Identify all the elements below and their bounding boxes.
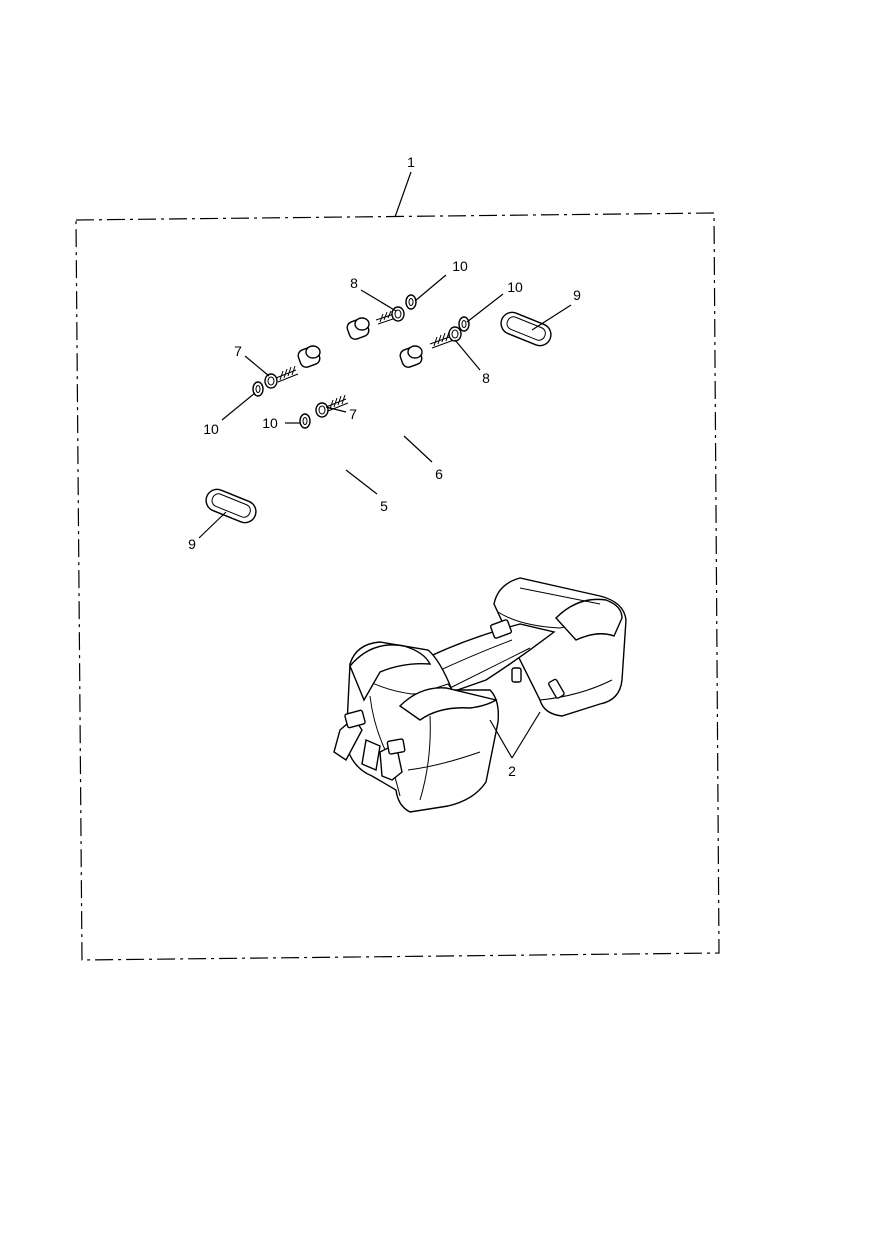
- callout-reflector-left: 9: [188, 536, 196, 552]
- leader-washer-right-upper: [414, 274, 447, 302]
- pannier-rail-right: [299, 317, 423, 449]
- callout-washer-right-upper: 10: [452, 258, 468, 274]
- callout-rail-right: 6: [435, 466, 443, 482]
- callout-washer-right-lower: 10: [507, 279, 523, 295]
- callout-kit: 1: [407, 154, 415, 170]
- bolt-left-upper: [264, 365, 299, 389]
- kit-boundary: [75, 212, 720, 961]
- leader-rail-right: [403, 435, 433, 463]
- leader-rail-left: [345, 469, 378, 495]
- leader-bolt-left-lower: [325, 406, 347, 413]
- callout-bolt-left-lower: 7: [349, 406, 357, 422]
- leader-bolt-right-upper: [360, 289, 397, 312]
- bolt-left-lower: [315, 394, 349, 418]
- bolt-right-lower: [429, 326, 462, 349]
- washer-left-outer: [252, 381, 264, 397]
- leader-bolt-left-upper: [244, 355, 270, 377]
- callout-bolt-right-lower: 8: [482, 370, 490, 386]
- reflector-right: [500, 311, 552, 347]
- callout-panniers: 2: [508, 763, 516, 779]
- leader-panniers-b: [511, 711, 541, 759]
- reflector-left: [205, 488, 257, 524]
- leader-washer-left-outer: [221, 392, 256, 421]
- leader-kit: [394, 171, 412, 218]
- callout-bolt-left-upper: 7: [234, 343, 242, 359]
- leader-reflector-right: [531, 304, 572, 331]
- leader-reflector-left: [198, 511, 227, 539]
- callout-bolt-right-upper: 8: [350, 275, 358, 291]
- washer-right-upper: [405, 294, 417, 310]
- callout-rail-left: 5: [380, 498, 388, 514]
- leader-washer-right-lower: [466, 293, 504, 323]
- pannier-bags: [333, 577, 627, 813]
- leader-panniers-a: [489, 719, 513, 759]
- callout-washer-left-outer: 10: [203, 421, 219, 437]
- callout-reflector-right: 9: [573, 287, 581, 303]
- bolt-right-upper: [375, 306, 405, 325]
- washer-left-inner: [299, 413, 311, 429]
- leader-bolt-right-lower: [454, 339, 481, 371]
- washer-right-lower: [458, 316, 470, 332]
- callout-washer-left-inner: 10: [262, 415, 278, 431]
